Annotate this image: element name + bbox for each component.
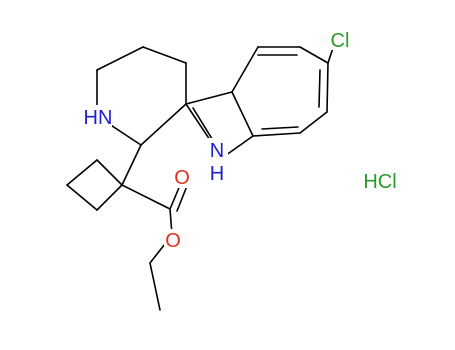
label-bg [164,229,182,251]
ring-nh-label: HN [84,107,113,129]
label-bg [206,138,228,184]
bond-line [252,132,301,137]
bond-line [231,46,259,93]
bond-line [121,144,142,186]
bond-line [96,159,123,186]
ester-oxygen-label: O [165,230,181,252]
bond-line [140,103,187,146]
bond-line [149,262,161,311]
bond-line [231,91,254,137]
bond-line [176,185,188,212]
hydrochloride-label: HCl [363,171,396,193]
chlorine-label: Cl [331,30,350,52]
bond-line [261,126,299,130]
label-bg [84,105,112,129]
bond-line [96,184,123,211]
bond-line [327,47,334,64]
label-bg [327,28,353,50]
indole-n-label: N [210,140,224,162]
atom-labels: Cl HN N H O O [84,28,353,252]
bond-line [318,69,321,108]
carbonyl-oxygen-label: O [174,167,190,189]
bond-line [185,91,233,105]
bond-line [299,111,328,134]
label-bg [173,166,191,188]
bond-lines [66,46,334,311]
bond-line [326,62,329,113]
bond-line [121,184,171,210]
indole-h-label: H [210,163,224,185]
bond-line [66,184,98,211]
bond-line [66,159,98,186]
bond-line [96,46,144,71]
bond-line [299,46,329,64]
bond-line [142,46,187,64]
